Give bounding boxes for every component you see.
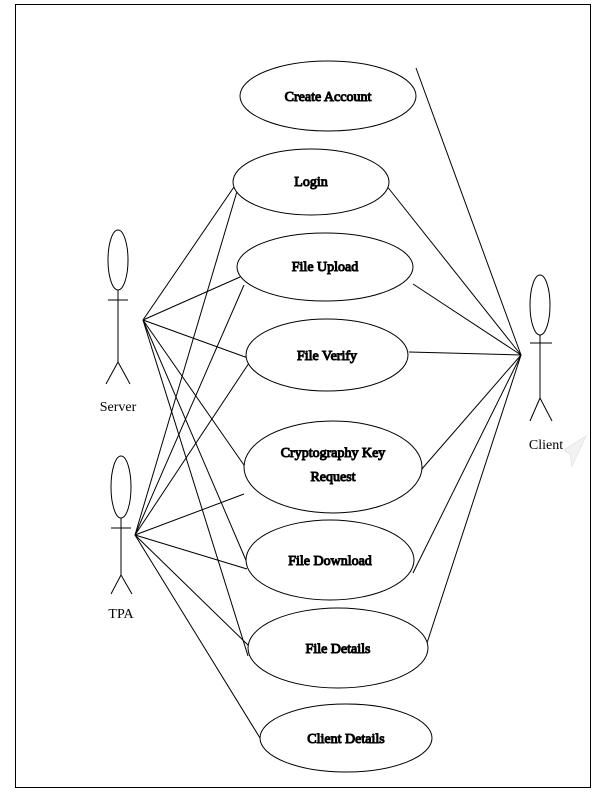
link-server-file-upload (142, 276, 241, 321)
use-case-file-verify[interactable]: File Verify (245, 318, 409, 392)
actor-head-icon (107, 229, 129, 291)
watermark-arrow-icon (563, 434, 588, 468)
actor-label: TPA (108, 607, 134, 622)
use-case-login[interactable]: Login (232, 148, 390, 216)
use-case-label: File Verify (297, 349, 357, 364)
use-case-label: Client Details (307, 732, 384, 747)
link-client-file-download (412, 354, 522, 574)
use-case-client-details[interactable]: Client Details (259, 703, 433, 773)
actor-tpa[interactable]: TPA (108, 455, 134, 622)
link-server-file-details (142, 319, 249, 657)
link-tpa-file-download (134, 534, 248, 570)
link-server-login (142, 183, 237, 321)
use-case-label: File Upload (292, 260, 359, 275)
actor-label: Client (529, 438, 563, 453)
use-case-label: File Download (288, 554, 372, 569)
use-case-label: Login (294, 175, 327, 190)
link-client-create-account (415, 67, 522, 356)
link-client-login (385, 184, 522, 356)
actor-right-leg (117, 361, 131, 385)
use-case-cryptography-key-request[interactable]: Cryptography Key Request (243, 420, 423, 514)
actor-left-leg (529, 397, 541, 422)
link-client-crypto-key (420, 354, 522, 471)
actor-server[interactable]: Server (100, 229, 137, 415)
use-case-label-line2: Request (310, 470, 355, 485)
use-case-file-upload[interactable]: File Upload (236, 232, 414, 302)
actor-head-icon (529, 274, 551, 336)
actor-right-leg (120, 574, 133, 595)
link-client-file-upload (412, 283, 522, 356)
actor-left-leg (105, 361, 119, 385)
link-tpa-crypto-key (134, 493, 245, 536)
link-tpa-client-details (134, 534, 261, 739)
link-client-file-details (426, 354, 522, 644)
actor-right-leg (539, 397, 553, 422)
link-tpa-login (134, 187, 239, 536)
actor-client[interactable]: Client (529, 274, 563, 453)
link-server-crypto-key (142, 319, 247, 469)
use-case-label: Create Account (285, 90, 372, 105)
use-case-label: File Details (306, 642, 371, 657)
actor-left-leg (110, 574, 122, 595)
use-case-file-details[interactable]: File Details (247, 607, 429, 689)
use-case-label-line1: Cryptography Key (281, 446, 386, 461)
association-lines (134, 67, 522, 739)
link-tpa-file-details (134, 534, 251, 648)
use-case-file-download[interactable]: File Download (245, 519, 415, 601)
link-server-file-verify (142, 319, 249, 359)
link-tpa-file-verify (134, 359, 252, 536)
link-client-file-verify (408, 351, 522, 356)
actor-head-icon (110, 455, 132, 519)
link-tpa-file-upload (134, 284, 245, 536)
actor-label: Server (100, 400, 137, 415)
link-server-file-download (142, 319, 249, 566)
use-case-create-account[interactable]: Create Account (239, 60, 417, 132)
